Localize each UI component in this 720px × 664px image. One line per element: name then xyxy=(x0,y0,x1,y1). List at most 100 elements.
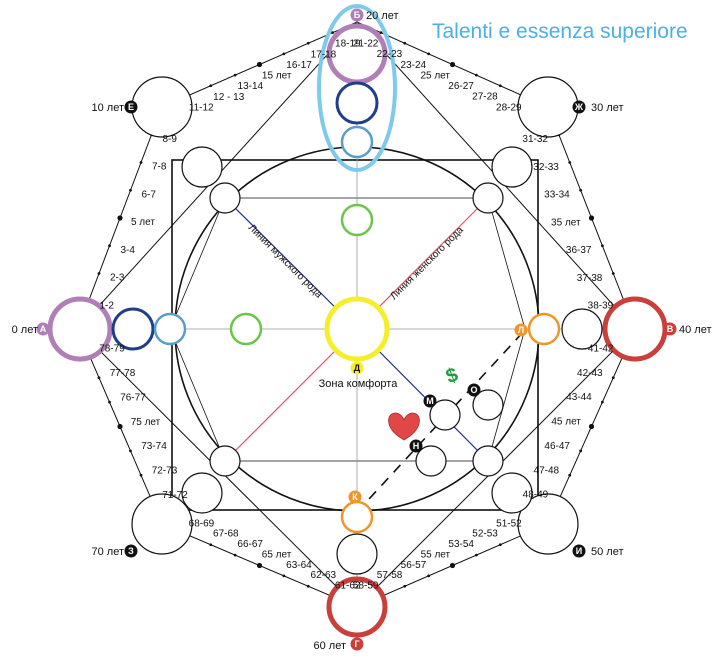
age-tick xyxy=(209,543,213,547)
circle-zh-3 xyxy=(472,182,504,214)
age-z: 70 лет xyxy=(91,546,124,558)
badge-letter: Ж xyxy=(574,102,584,112)
age-tick xyxy=(474,553,478,557)
age-tick xyxy=(474,73,478,77)
age-i: 50 лет xyxy=(591,546,624,558)
circle-a-3 xyxy=(153,312,187,346)
circle-m xyxy=(429,399,461,431)
age-tick xyxy=(256,562,263,569)
talent-highlight xyxy=(317,4,397,172)
age-label: 18-19 xyxy=(335,39,361,50)
age-tick xyxy=(403,41,407,45)
age-label: 48-49 xyxy=(523,490,549,501)
circle-e-2 xyxy=(181,146,223,188)
age-label: 47-48 xyxy=(534,465,560,476)
age-tick xyxy=(611,272,615,275)
age-tick xyxy=(97,376,101,380)
age-label: 71-72 xyxy=(162,490,188,501)
circle-g-outer xyxy=(326,576,388,638)
badge-letter: М xyxy=(426,396,434,406)
circle-i-2 xyxy=(491,472,533,514)
circle-a-outer xyxy=(47,296,113,362)
circle-zh-2 xyxy=(491,146,533,188)
age-tick xyxy=(568,161,572,164)
age-label: 8-9 xyxy=(162,134,177,145)
circle-b-3 xyxy=(340,125,374,159)
age-label: 63-64 xyxy=(286,560,312,571)
male-line-label: Линия мужского рода xyxy=(246,222,324,300)
badge-g: Г xyxy=(350,637,364,651)
circle-d-center xyxy=(324,296,390,362)
age-label: 62-63 xyxy=(311,570,337,581)
age-label: 51-52 xyxy=(496,518,522,529)
age-label: 53-54 xyxy=(448,539,474,550)
age-tick xyxy=(588,215,595,221)
age-label: 38-39 xyxy=(588,301,614,312)
age-label: 57-58 xyxy=(377,570,403,581)
age-label: 7-8 xyxy=(152,162,167,173)
age-tick xyxy=(331,31,335,35)
age-tick xyxy=(129,188,132,192)
badge-d xyxy=(350,361,364,375)
age-label: 67-68 xyxy=(213,529,239,540)
age-label: 41-42 xyxy=(588,343,614,354)
badge-l: Л xyxy=(514,323,528,337)
age-tick xyxy=(568,473,572,477)
age-label: 43-44 xyxy=(566,392,592,403)
age-label: 6-7 xyxy=(141,189,156,200)
circle-l xyxy=(527,312,561,346)
age-tick xyxy=(233,553,237,557)
age-label: 25 лет xyxy=(420,70,450,81)
age-label: 26-27 xyxy=(448,81,474,92)
age-label: 28-29 xyxy=(496,102,522,113)
age-label: 56-57 xyxy=(401,560,427,571)
badge-letter: Г xyxy=(354,639,359,649)
age-label: 1-2 xyxy=(99,300,114,311)
circle-a-4 xyxy=(229,312,263,346)
badge-letter: О xyxy=(470,385,477,395)
badge-e: Е xyxy=(124,100,138,114)
age-label: 55 лет xyxy=(421,549,451,560)
badge-dot xyxy=(124,100,138,114)
age-label: 61-62 xyxy=(335,581,361,592)
badge-v: В xyxy=(663,322,677,336)
dollar-icon: $ xyxy=(443,364,461,388)
age-tick xyxy=(600,244,604,248)
age-label: 45 лет xyxy=(551,417,581,428)
age-tick xyxy=(498,543,502,547)
circle-i-3 xyxy=(472,445,504,477)
age-tick xyxy=(129,449,132,453)
age-label: 52-53 xyxy=(472,529,498,540)
age-tick xyxy=(256,61,263,68)
badge-dot xyxy=(423,394,437,408)
age-label: 23-24 xyxy=(401,60,427,71)
age-label: 16-17 xyxy=(286,60,312,71)
age-label: 11-12 xyxy=(189,102,214,113)
age-label: 31-32 xyxy=(522,134,548,145)
badge-dot xyxy=(350,8,364,22)
age-label: 72-73 xyxy=(152,466,178,477)
circle-b-2 xyxy=(335,81,379,125)
badge-a: А xyxy=(36,322,50,336)
age-tick xyxy=(108,400,111,404)
badge-letter: З xyxy=(128,546,134,556)
diagram-title: Talenti e essenza superiore xyxy=(432,20,688,43)
circle-v-outer xyxy=(602,296,668,362)
age-label: 27-28 xyxy=(472,92,498,103)
age-label: 36-37 xyxy=(566,245,592,256)
age-tick xyxy=(403,584,407,588)
age-label: 21-22 xyxy=(353,39,379,50)
circle-k xyxy=(340,500,374,534)
badge-z: З xyxy=(124,544,138,558)
age-label: 13-14 xyxy=(238,81,264,92)
age-label: 75 лет xyxy=(131,417,161,428)
badge-letter: В xyxy=(667,324,674,334)
age-label: 78-79 xyxy=(99,344,125,355)
age-tick xyxy=(139,161,143,164)
circle-z-2 xyxy=(181,472,223,514)
circle-b-4 xyxy=(340,203,374,237)
age-tick xyxy=(427,52,431,56)
age-tick xyxy=(600,400,604,404)
age-tick xyxy=(282,52,286,56)
